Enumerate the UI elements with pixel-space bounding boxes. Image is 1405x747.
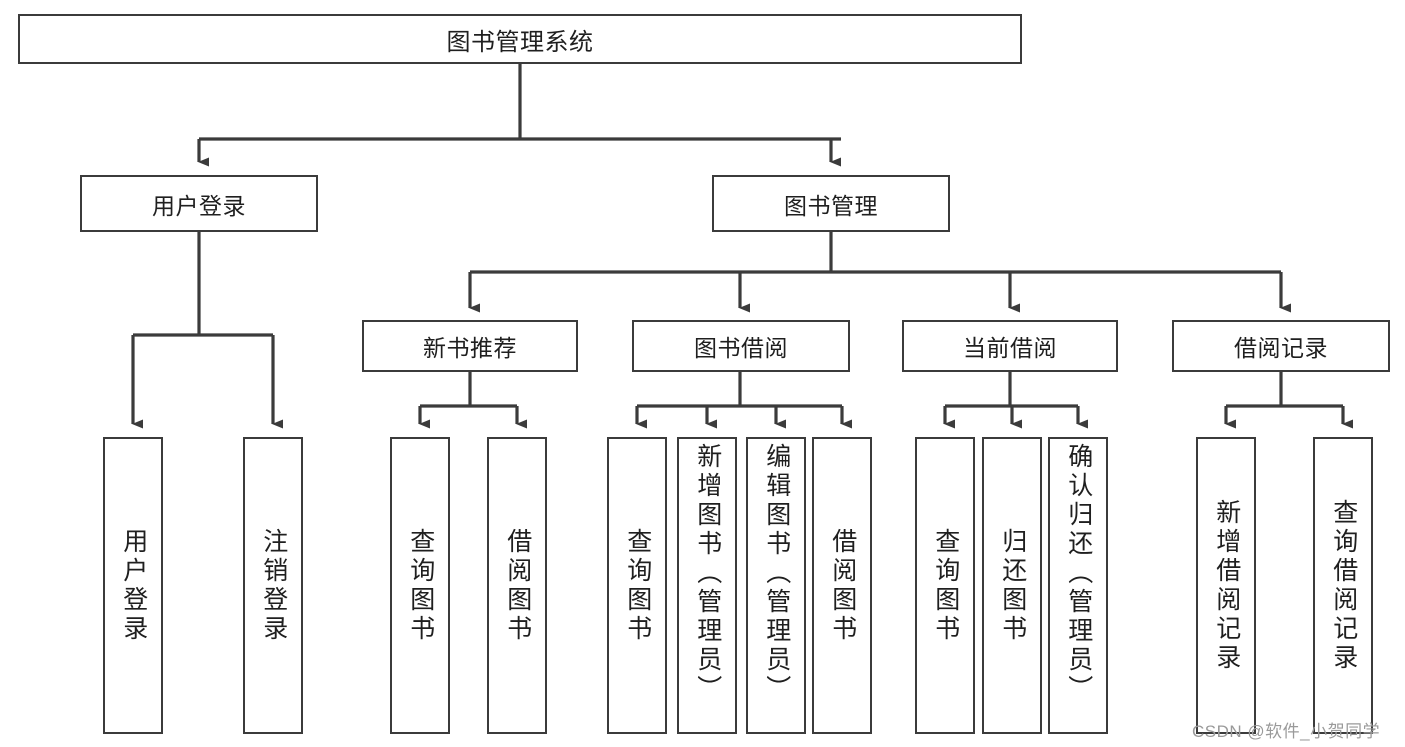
csdn-watermark: CSDN @软件_小贺同学	[1192, 722, 1381, 741]
node-leaf-add-borrow-record[interactable]: 新增借阅记录	[1196, 437, 1256, 734]
node-leaf-confirm-return-admin[interactable]: 确认归还（管理员）	[1048, 437, 1108, 734]
node-leaf-edit-book-admin[interactable]: 编辑图书（管理员）	[746, 437, 806, 734]
node-new-book-recommend[interactable]: 新书推荐	[362, 320, 578, 372]
node-leaf-query-book-borrow[interactable]: 查询图书	[607, 437, 667, 734]
node-leaf-return-book[interactable]: 归还图书	[982, 437, 1042, 734]
node-leaf-query-borrow-record[interactable]: 查询借阅记录	[1313, 437, 1373, 734]
node-leaf-query-book-current[interactable]: 查询图书	[915, 437, 975, 734]
node-leaf-add-book-admin[interactable]: 新增图书（管理员）	[677, 437, 737, 734]
node-leaf-borrow-book[interactable]: 借阅图书	[812, 437, 872, 734]
node-user-login[interactable]: 用户登录	[80, 175, 318, 232]
node-leaf-user-logout[interactable]: 注销登录	[243, 437, 303, 734]
node-book-borrow[interactable]: 图书借阅	[632, 320, 850, 372]
node-book-manage[interactable]: 图书管理	[712, 175, 950, 232]
node-leaf-query-book-recommend[interactable]: 查询图书	[390, 437, 450, 734]
node-root-system[interactable]: 图书管理系统	[18, 14, 1022, 64]
node-current-borrow[interactable]: 当前借阅	[902, 320, 1118, 372]
node-borrow-record[interactable]: 借阅记录	[1172, 320, 1390, 372]
node-leaf-user-login[interactable]: 用户登录	[103, 437, 163, 734]
node-leaf-borrow-book-recommend[interactable]: 借阅图书	[487, 437, 547, 734]
